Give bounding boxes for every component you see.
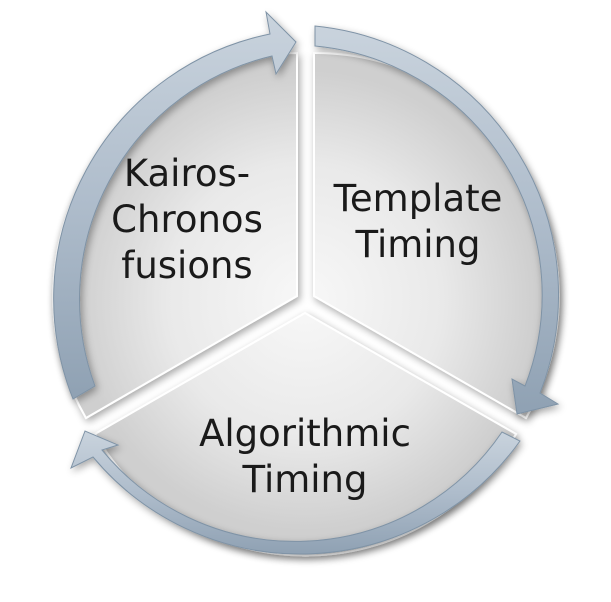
cycle-arrow-right [314,25,560,415]
label-kairos-chronos: Kairos- Chronos fusions [111,152,263,287]
cycle-arrow-left [53,10,297,400]
cycle-arrow-bottom [70,430,521,555]
svg-text:Template: Template [333,177,503,220]
label-template-timing: Template Timing [333,177,503,266]
svg-text:fusions: fusions [121,244,252,287]
svg-text:Chronos: Chronos [111,198,263,241]
svg-text:Timing: Timing [354,223,480,266]
label-algorithmic-timing: Algorithmic Timing [199,412,411,501]
svg-text:Kairos-: Kairos- [124,152,250,195]
svg-text:Algorithmic: Algorithmic [199,412,411,455]
svg-text:Timing: Timing [241,458,367,501]
